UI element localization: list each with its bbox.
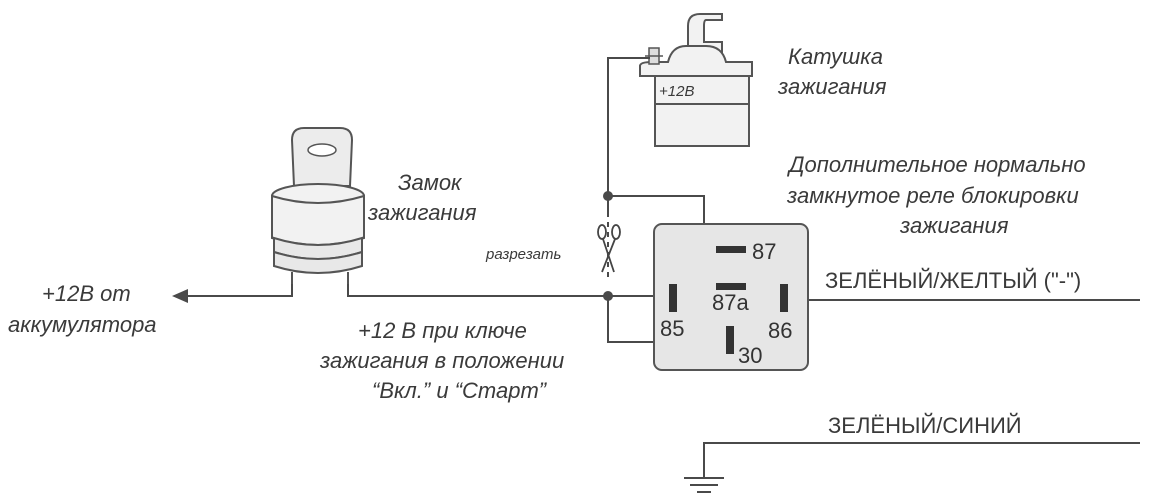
coil-terminal-label: +12В — [659, 83, 694, 100]
lock-label-line2: зажигания — [367, 200, 477, 225]
ignition-label-line2: зажигания в положении — [319, 348, 564, 373]
green-blue-label: ЗЕЛЁНЫЙ/СИНИЙ — [828, 413, 1022, 438]
key-hole — [307, 143, 337, 157]
coil-body — [654, 103, 750, 147]
ignition-coil: +12В — [639, 13, 753, 147]
lock-label-line1: Замок — [398, 170, 463, 195]
junction-bottom — [603, 291, 613, 301]
pin-87a-label: 87a — [712, 290, 749, 315]
pin-85-label: 85 — [660, 316, 684, 341]
relay-contact-30 — [726, 326, 734, 354]
junction-top — [603, 191, 613, 201]
coil-label-line1: Катушка — [788, 44, 883, 69]
pin-86-label: 86 — [768, 318, 792, 343]
relay-body — [653, 223, 809, 371]
ground-symbol — [684, 477, 724, 493]
relay-contact-86 — [780, 284, 788, 312]
coil-wire — [607, 57, 650, 212]
relay-contact-85 — [669, 284, 677, 312]
battery-label-line2: аккумулятора — [8, 312, 157, 337]
coil-cap — [639, 45, 753, 77]
battery-arrow — [172, 289, 188, 303]
ignition-label-line3: “Вкл.” и “Старт” — [372, 378, 548, 403]
battery-wire — [186, 282, 293, 297]
coil-label-line2: зажигания — [777, 74, 887, 99]
relay-label-line3: зажигания — [899, 213, 1009, 238]
ignition-label-line1: +12 В при ключе — [358, 318, 527, 343]
coil-connector — [687, 13, 723, 53]
scissors-icon — [597, 224, 621, 273]
ignition-lock — [271, 127, 365, 284]
relay-contact-87a — [716, 283, 746, 290]
ignition-wire — [347, 282, 672, 297]
green-blue-wire — [703, 442, 1140, 478]
relay: 87 87a 85 86 30 — [653, 223, 809, 371]
coil-band — [654, 75, 750, 105]
lock-band-2 — [273, 250, 363, 274]
pin-87-label: 87 — [752, 239, 776, 264]
relay-contact-87 — [716, 246, 746, 253]
pin-30-label: 30 — [738, 343, 762, 368]
lock-cylinder — [271, 194, 365, 246]
cut-label: разрезать — [485, 246, 561, 263]
battery-label-line1: +12В от — [42, 281, 131, 306]
relay-label-line1: Дополнительное нормально — [786, 152, 1086, 177]
relay-label-line2: замкнутое реле блокировки — [786, 183, 1079, 208]
key-head — [290, 127, 354, 187]
green-yellow-label: ЗЕЛЁНЫЙ/ЖЕЛТЫЙ ("-") — [825, 268, 1081, 293]
